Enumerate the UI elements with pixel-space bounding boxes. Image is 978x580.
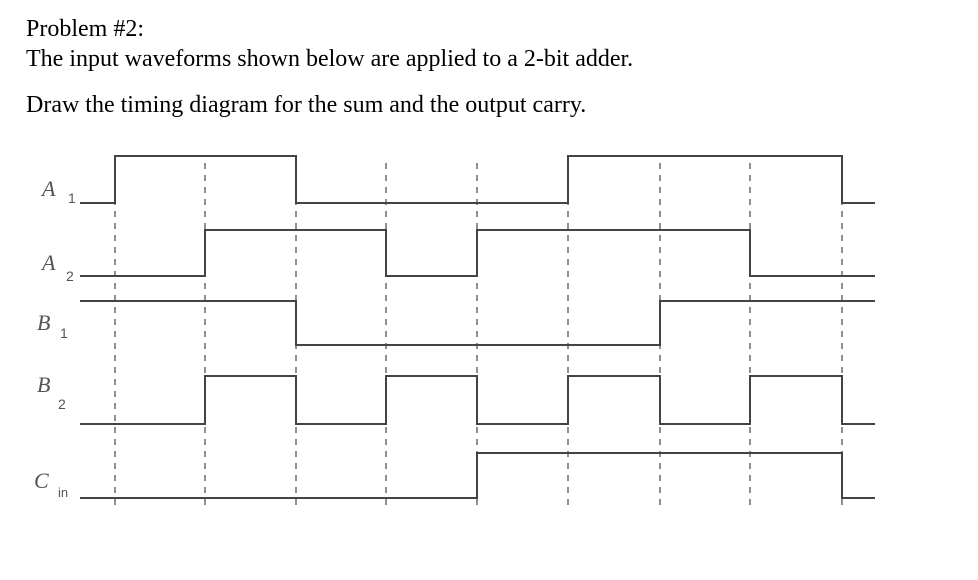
waveform-A1 <box>80 155 875 204</box>
signal-label-B2: B <box>37 372 50 397</box>
waveform-A2 <box>80 229 875 277</box>
problem-statement: Problem #2: The input waveforms shown be… <box>26 14 956 120</box>
waveform-B2 <box>80 375 875 425</box>
problem-line-1: The input waveforms shown below are appl… <box>26 46 634 72</box>
waveform-Cin <box>80 452 875 499</box>
signal-label-A2: A <box>40 250 56 275</box>
signal-subscript-B1: 1 <box>60 325 68 341</box>
signal-subscript-A1: 1 <box>68 190 76 206</box>
problem-line-2: Draw the timing diagram for the sum and … <box>26 92 587 118</box>
signal-subscript-A2: 2 <box>66 268 74 284</box>
signal-label-B1: B <box>37 310 50 335</box>
signal-subscript-B2: 2 <box>58 396 66 412</box>
signal-subscript-Cin: in <box>58 485 68 500</box>
signal-label-A1: A <box>40 176 56 201</box>
waveform-B1 <box>80 300 875 346</box>
signal-label-Cin: C <box>34 468 49 493</box>
problem-title: Problem #2: <box>26 16 144 42</box>
